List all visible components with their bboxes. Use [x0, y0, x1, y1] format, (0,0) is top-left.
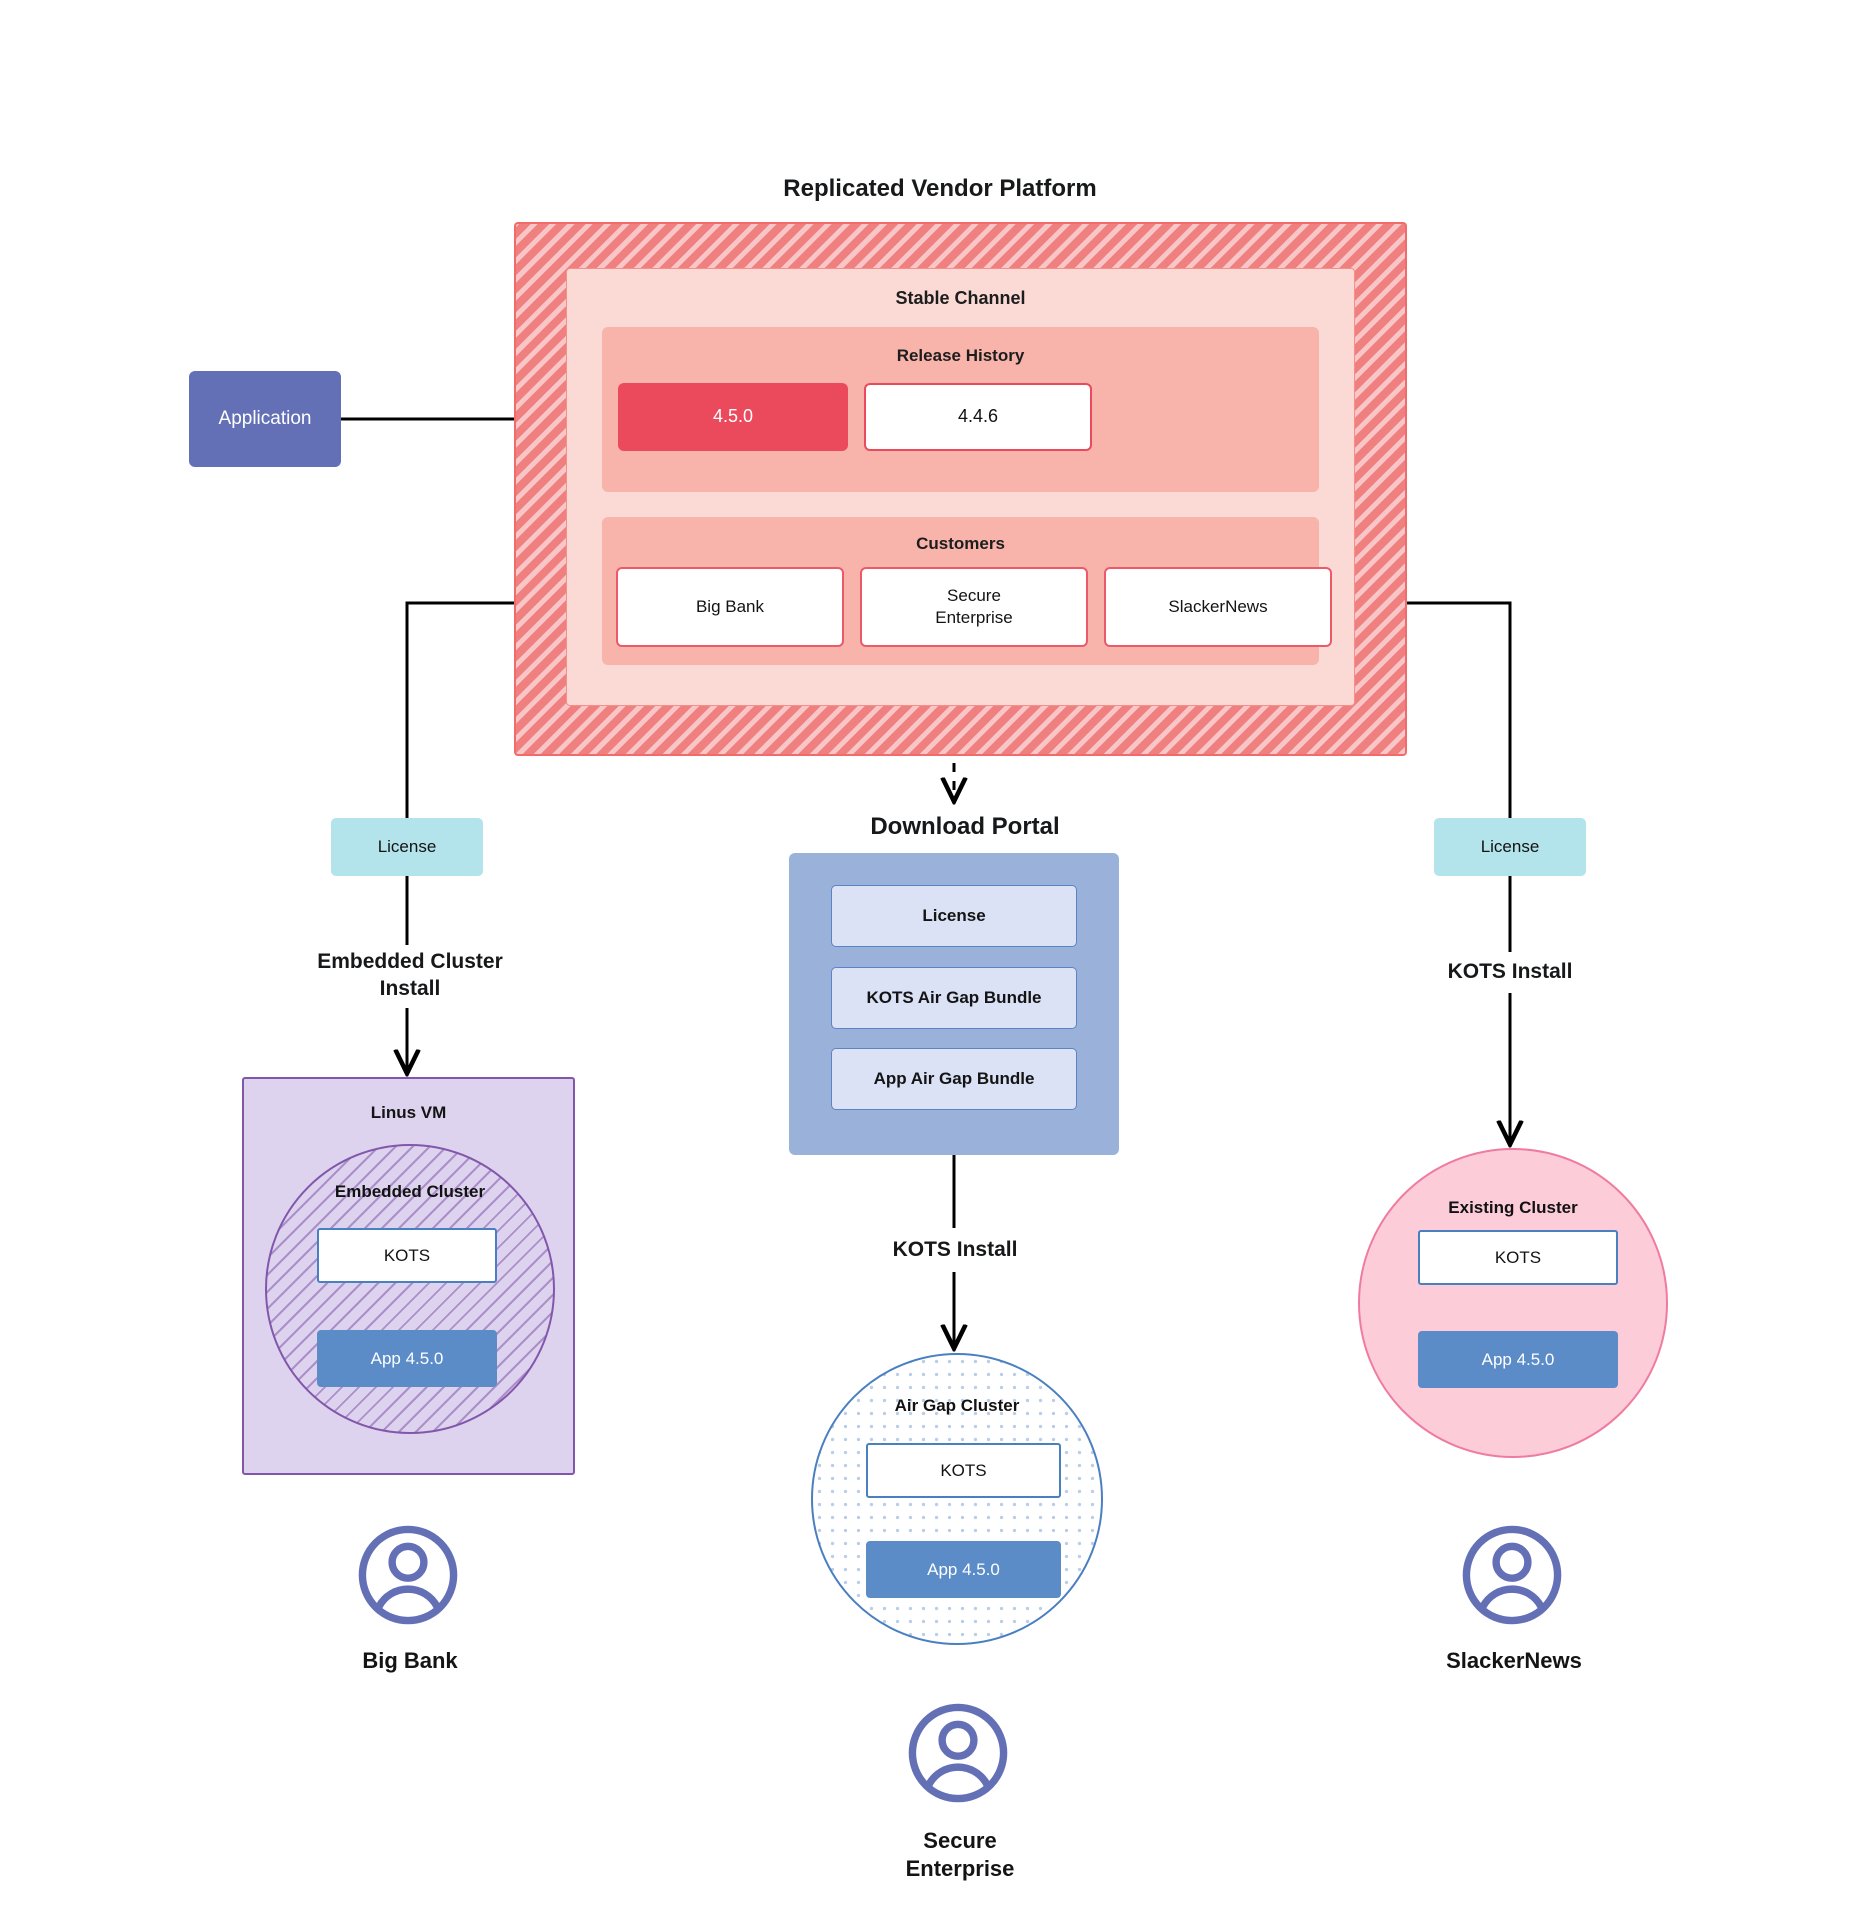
- download-item-license[interactable]: License: [831, 885, 1077, 947]
- license-box-left[interactable]: License: [331, 818, 483, 876]
- download-item-kots-air-gap-bundle[interactable]: KOTS Air Gap Bundle: [831, 967, 1077, 1029]
- air-gap-cluster-shape: Air Gap Cluster: [811, 1353, 1103, 1645]
- embedded-cluster-app-box[interactable]: App 4.5.0: [317, 1330, 497, 1387]
- air-gap-cluster-kots-box[interactable]: KOTS: [866, 1443, 1061, 1498]
- download-item-app-air-gap-bundle[interactable]: App Air Gap Bundle: [831, 1048, 1077, 1110]
- user-avatar-icon: [908, 1703, 1008, 1803]
- persona-name-slackernews: SlackerNews: [1446, 1647, 1582, 1673]
- user-avatar-icon: [358, 1525, 458, 1625]
- label-kots-install-right: KOTS Install: [1447, 959, 1573, 983]
- download-portal-panel: License KOTS Air Gap Bundle App Air Gap …: [789, 853, 1119, 1155]
- customer-slackernews[interactable]: SlackerNews: [1104, 567, 1332, 647]
- stable-channel-panel: Stable Channel Release History 4.5.0 4.4…: [566, 268, 1355, 706]
- page-title: Replicated Vendor Platform: [783, 174, 1097, 202]
- user-avatar-icon: [1462, 1525, 1562, 1625]
- air-gap-cluster-app-box[interactable]: App 4.5.0: [866, 1541, 1061, 1598]
- release-history-panel: Release History 4.5.0 4.4.6: [602, 327, 1319, 492]
- customer-big-bank[interactable]: Big Bank: [616, 567, 844, 647]
- existing-cluster-app-box[interactable]: App 4.5.0: [1418, 1331, 1618, 1388]
- release-history-label: Release History: [896, 346, 1025, 366]
- application-box[interactable]: Application: [189, 371, 341, 467]
- existing-cluster-kots-box[interactable]: KOTS: [1418, 1230, 1618, 1285]
- air-gap-cluster-label: Air Gap Cluster: [894, 1396, 1020, 1416]
- existing-cluster-shape: Existing Cluster: [1358, 1148, 1668, 1458]
- replicated-vendor-platform: Stable Channel Release History 4.5.0 4.4…: [514, 222, 1407, 756]
- download-portal-title: Download Portal: [870, 812, 1060, 840]
- label-kots-install-center: KOTS Install: [892, 1237, 1018, 1261]
- existing-cluster-label: Existing Cluster: [1448, 1198, 1578, 1218]
- customers-label: Customers: [916, 534, 1005, 554]
- release-version-current[interactable]: 4.5.0: [618, 383, 848, 451]
- license-box-right[interactable]: License: [1434, 818, 1586, 876]
- embedded-cluster-label: Embedded Cluster: [334, 1182, 486, 1202]
- linus-vm-label: Linus VM: [370, 1103, 447, 1123]
- embedded-cluster-shape: Embedded Cluster: [265, 1144, 555, 1434]
- release-version-past[interactable]: 4.4.6: [864, 383, 1092, 451]
- embedded-cluster-kots-box[interactable]: KOTS: [317, 1228, 497, 1283]
- stable-channel-label: Stable Channel: [895, 288, 1026, 309]
- persona-name-big-bank: Big Bank: [362, 1647, 458, 1673]
